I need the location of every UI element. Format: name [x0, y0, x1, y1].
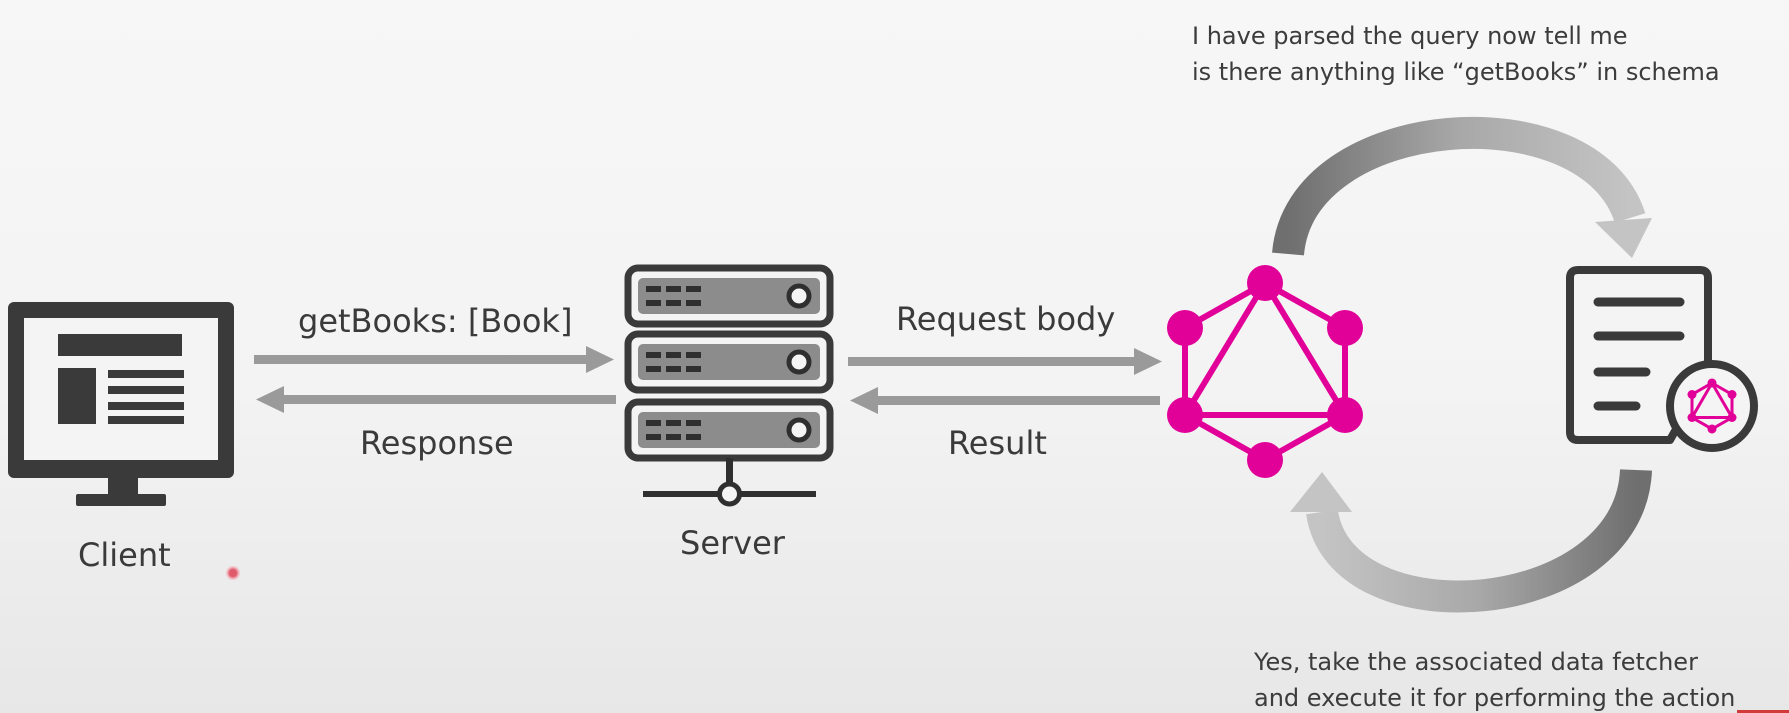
server-unit-top	[624, 264, 834, 328]
edge-label-server-to-client: Response	[360, 424, 514, 462]
edge-label-server-to-graphql: Request body	[896, 300, 1116, 338]
server-unit-bottom	[624, 398, 834, 462]
annotation-bottom-line-1: Yes, take the associated data fetcher	[1254, 648, 1698, 676]
annotation-top-line-1: I have parsed the query now tell me	[1192, 22, 1628, 50]
arrow-graphql-to-server	[850, 387, 1160, 414]
pointer-indicator	[226, 566, 240, 580]
annotation-top-line-2: is there anything like “getBooks” in sch…	[1192, 58, 1720, 86]
server-unit-middle	[624, 330, 834, 394]
corner-marker	[1737, 710, 1789, 713]
graphql-badge-icon	[1687, 378, 1737, 434]
graphql-logo-icon	[1167, 265, 1363, 478]
server-rack-icon	[624, 264, 834, 507]
annotation-bottom-line-2: and execute it for performing the action	[1254, 684, 1736, 712]
arrow-server-to-client	[256, 386, 616, 413]
annotation-bottom: Yes, take the associated data fetcher an…	[1254, 644, 1735, 713]
curved-arrow-query-to-schema	[1272, 116, 1652, 258]
arrow-client-to-server	[254, 346, 614, 373]
curved-arrow-schema-to-query	[1290, 468, 1652, 613]
arrow-server-to-graphql	[848, 348, 1162, 375]
annotation-top: I have parsed the query now tell me is t…	[1192, 18, 1720, 90]
schema-document-icon	[1566, 266, 1758, 452]
edge-label-graphql-to-server: Result	[948, 424, 1047, 462]
server-label: Server	[680, 524, 785, 562]
monitor-icon	[8, 302, 234, 506]
client-label: Client	[78, 536, 171, 574]
edge-label-client-to-server: getBooks: [Book]	[298, 302, 573, 340]
